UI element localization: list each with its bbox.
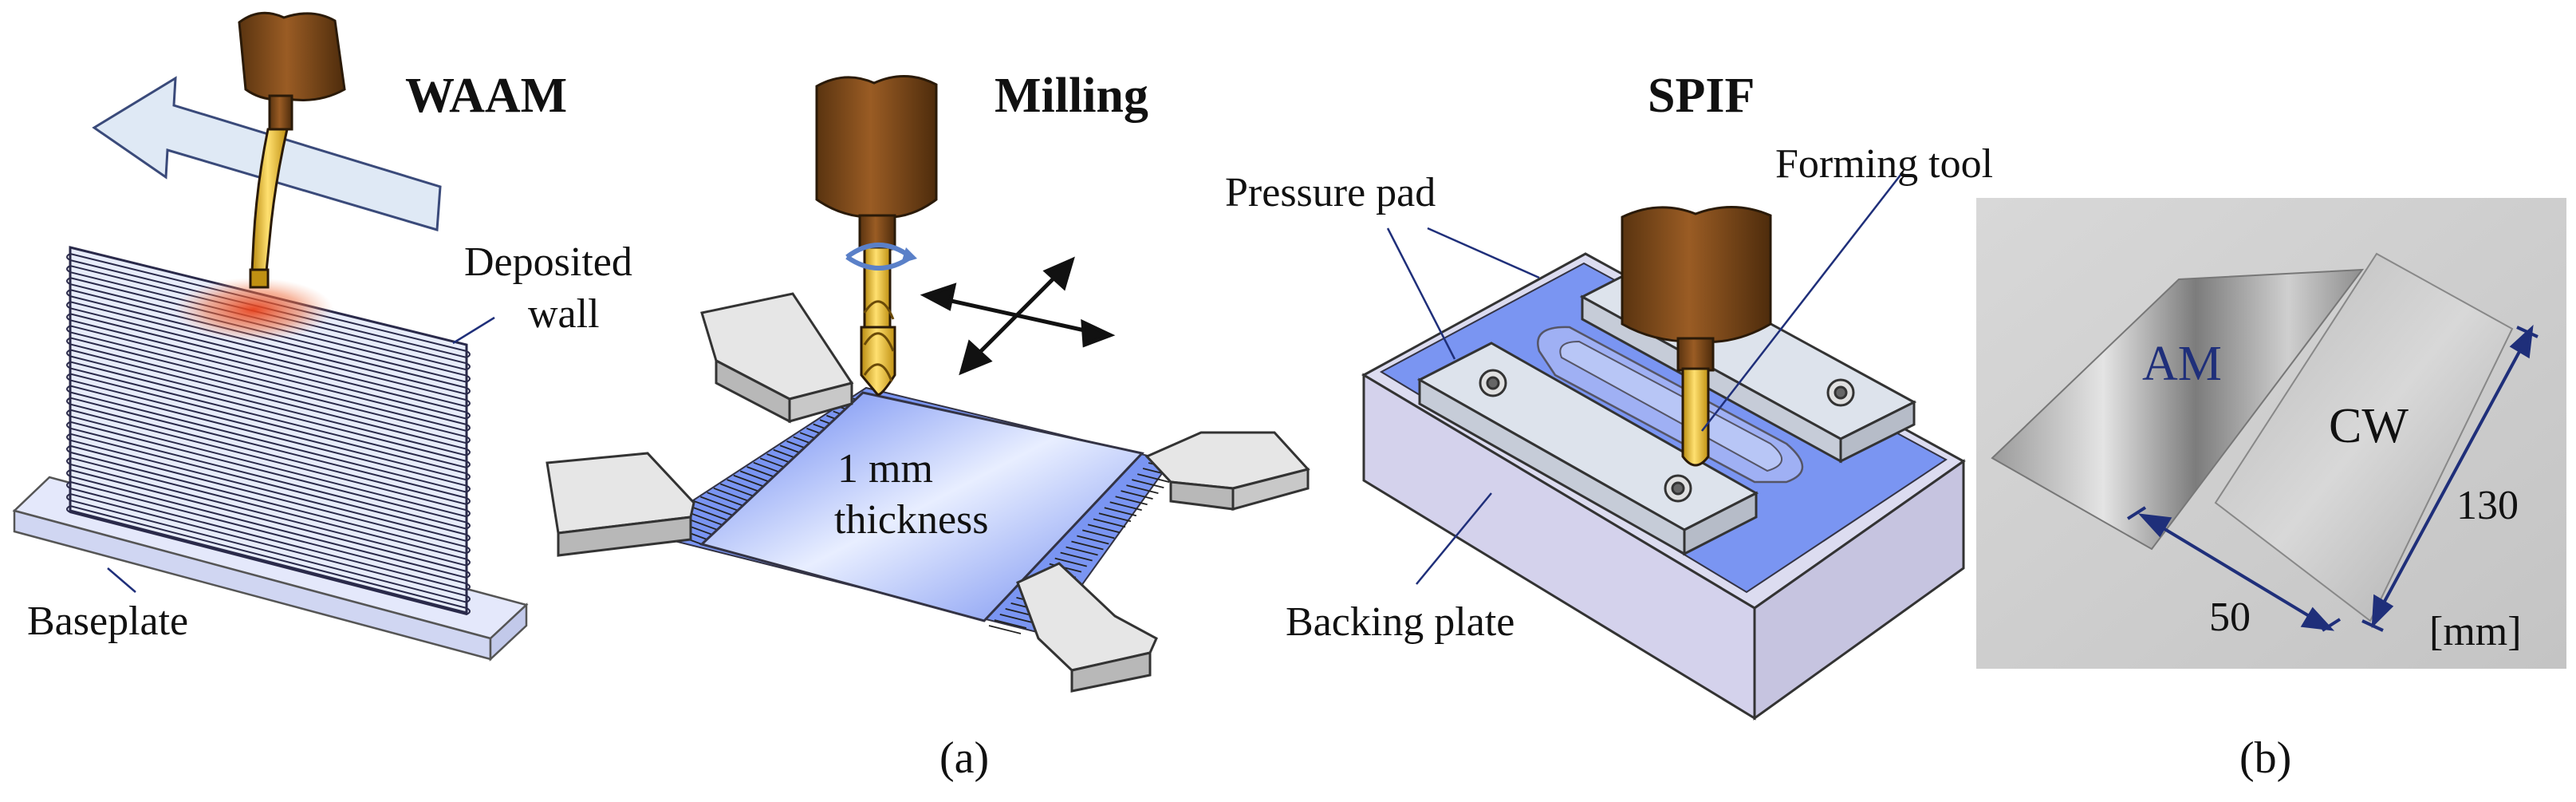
clamped-edge-stripe xyxy=(1121,490,1153,500)
backing-plate-label: Backing plate xyxy=(1286,599,1514,645)
deposited-wall-shape xyxy=(66,246,471,616)
clamped-edge-stripe xyxy=(1098,512,1132,523)
forming-tool-label: Forming tool xyxy=(1775,141,1993,187)
unit-label: [mm] xyxy=(2429,609,2522,654)
am-specimen xyxy=(1991,268,2365,551)
deposited-layer xyxy=(66,361,471,469)
clamped-edge-stripe xyxy=(994,619,1027,629)
spif-title: SPIF xyxy=(1648,69,1755,123)
deposited-wall-leader xyxy=(452,316,495,345)
clamped-edge-stripe xyxy=(1136,473,1170,483)
dimension-lines xyxy=(2126,324,2539,632)
clamped-edge-stripe xyxy=(999,614,1033,623)
deposited-layer xyxy=(66,480,471,591)
clamped-edge-stripe xyxy=(1104,507,1137,517)
deposited-layer xyxy=(66,253,471,359)
clamped-edge-stripe xyxy=(1093,518,1126,528)
deposited-layer xyxy=(66,313,471,420)
clamped-edge-stripe xyxy=(1077,535,1109,545)
width-dimension-label: 50 xyxy=(2209,595,2251,640)
baseplate-label: Baseplate xyxy=(27,599,188,644)
deposited-layer xyxy=(66,289,471,396)
clamp-left xyxy=(546,452,695,557)
deposited-layer xyxy=(66,433,471,543)
rotation-arrowhead xyxy=(901,247,917,263)
clamped-edge-stripe xyxy=(1082,529,1115,539)
spif-panel: SPIF Pressure pad Forming tool Backing p… xyxy=(1225,69,1993,721)
clamp-right xyxy=(1144,431,1310,511)
milling-panel: Milling 1 mm thickness xyxy=(546,69,1310,693)
clamped-edge-stripe xyxy=(1054,557,1087,567)
deposited-wall-label-line2: wall xyxy=(528,291,600,337)
waam-panel: WAAM Deposited wall Baseplate xyxy=(12,11,632,662)
cw-specimen xyxy=(2214,252,2514,622)
deposited-layer xyxy=(66,325,471,433)
deposited-layer xyxy=(66,505,471,616)
heat-zone xyxy=(174,278,333,342)
clamped-edge-stripe xyxy=(1065,546,1098,556)
pressure-pad-label: Pressure pad xyxy=(1225,170,1436,215)
welding-torch xyxy=(238,11,346,289)
clamped-edge-stripe xyxy=(1109,501,1142,512)
deposited-layer xyxy=(66,373,471,481)
clamped-edge-stripe xyxy=(1132,479,1164,488)
deposited-layer xyxy=(66,349,471,456)
milling-title: Milling xyxy=(995,69,1148,123)
milling-spindle xyxy=(815,75,938,396)
deposited-layer xyxy=(66,421,471,530)
pressure-pad-front xyxy=(1416,342,1759,556)
feed-direction-arrows xyxy=(920,256,1116,376)
clamped-edge-stripe xyxy=(1115,496,1148,506)
deposited-wall-label: Deposited xyxy=(464,239,632,285)
deposited-layer xyxy=(66,468,471,579)
deposited-layer xyxy=(66,456,471,567)
deposited-layer xyxy=(66,397,471,506)
clamped-edge-stripe xyxy=(988,625,1022,634)
deposited-layer xyxy=(66,385,471,493)
deposited-layer xyxy=(66,277,471,383)
deposited-layer xyxy=(66,444,471,555)
clamped-edge-stripe xyxy=(1060,551,1093,562)
clamped-edge-stripe xyxy=(1071,540,1104,551)
deposited-layer xyxy=(66,337,471,444)
clamped-edge-stripe xyxy=(1087,523,1121,534)
milled-surface xyxy=(699,391,1144,622)
thickness-label-line2: thickness xyxy=(834,497,989,543)
thickness-label: 1 mm xyxy=(837,446,933,492)
clamp-bottom-right xyxy=(1016,562,1158,693)
caption-b: (b) xyxy=(2239,733,2291,783)
am-label: AM xyxy=(2142,337,2222,391)
deposited-layer xyxy=(66,409,471,518)
deposited-layer xyxy=(66,265,471,371)
caption-a: (a) xyxy=(939,733,989,783)
specimen-photo: AM CW 50 130 [mm] xyxy=(1976,198,2566,669)
clamp-top-left xyxy=(700,292,854,424)
deposited-layer xyxy=(66,492,471,603)
deposited-layer xyxy=(66,301,471,408)
forming-tool xyxy=(1621,206,1772,467)
length-dimension-label: 130 xyxy=(2456,483,2519,528)
spif-leaders xyxy=(1386,173,1902,585)
baseplate-leader xyxy=(107,567,136,593)
waam-title: WAAM xyxy=(405,69,567,123)
clamped-edge-stripe xyxy=(1126,484,1159,495)
cw-label: CW xyxy=(2329,399,2409,453)
